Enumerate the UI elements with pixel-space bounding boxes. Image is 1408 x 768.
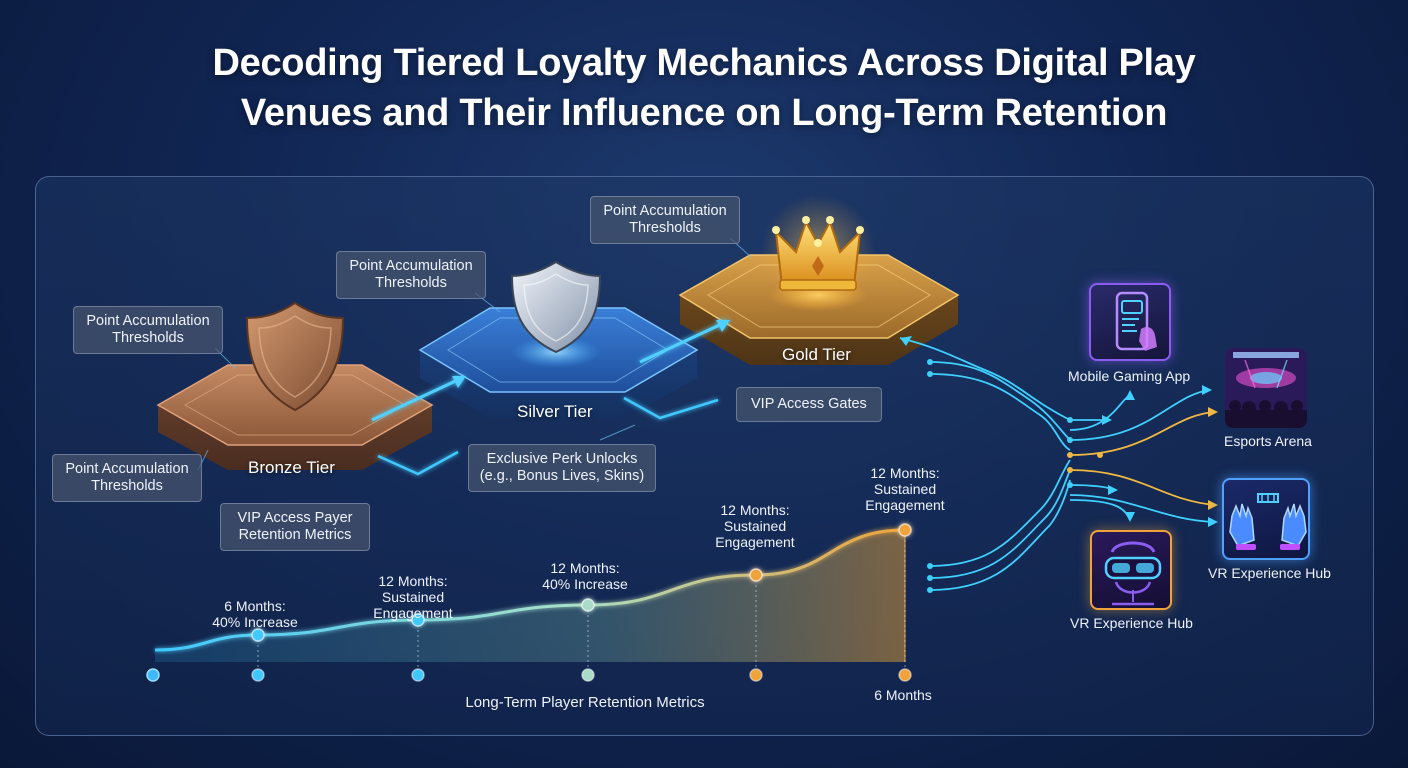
chart-point-label: 12 Months: 40% Increase xyxy=(530,560,640,592)
chart-axis-marker xyxy=(749,668,763,682)
gold-crown-icon xyxy=(760,194,876,310)
chart-axis-marker xyxy=(898,668,912,682)
chart-point-label: 12 Months: Sustained Engagement xyxy=(850,465,960,513)
chart-point-label-line: Sustained xyxy=(723,518,787,534)
retention-chart xyxy=(146,523,992,682)
page-title: Decoding Tiered Loyalty Mechanics Across… xyxy=(0,38,1408,138)
chart-point-label-line: Sustained xyxy=(873,481,937,497)
chart-data-point xyxy=(411,613,425,627)
chart-axis-start-marker xyxy=(146,668,160,682)
callout-text: VIP Access Gates xyxy=(751,396,867,412)
bronze-shield-icon xyxy=(245,301,345,412)
callout-text: Point Accumulation Thresholds xyxy=(65,461,189,494)
venue-connection-lines xyxy=(899,337,1216,591)
chart-point-label-line: Sustained xyxy=(381,589,445,605)
chart-axis-marker xyxy=(581,668,595,682)
chart-point-label-line: Engagement xyxy=(865,497,945,513)
chart-point-label-line: 40% Increase xyxy=(212,614,298,630)
chart-point-label-line: 12 Months: xyxy=(870,465,940,481)
tier-label-bronze: Bronze Tier xyxy=(248,458,335,477)
callout-threshold-bronze-left: Point Accumulation Thresholds xyxy=(52,454,202,502)
chart-point-label-line: Engagement xyxy=(715,534,795,550)
callout-perk-unlocks: Exclusive Perk Unlocks (e.g., Bonus Live… xyxy=(468,444,656,492)
chart-point-label-line: Engagement xyxy=(373,605,453,621)
venue-label-vr-gloves: VR Experience Hub xyxy=(1208,565,1331,581)
chart-point-label-line: 40% Increase xyxy=(542,576,628,592)
venue-label-esports: Esports Arena xyxy=(1224,433,1312,449)
mobile-app-icon xyxy=(1089,283,1171,361)
chart-data-point xyxy=(251,628,265,642)
chart-axis-marker xyxy=(411,668,425,682)
callout-text: Exclusive Perk Unlocks (e.g., Bonus Live… xyxy=(479,451,645,484)
chart-data-point xyxy=(749,568,763,582)
callout-threshold-silver: Point Accumulation Thresholds xyxy=(336,251,486,299)
gold-platform xyxy=(678,254,960,365)
silver-shield-icon xyxy=(510,260,602,354)
callout-vip-retention: VIP Access Payer Retention Metrics xyxy=(220,503,370,551)
chart-point-label: 6 Months: 40% Increase xyxy=(200,598,310,630)
esports-arena-icon xyxy=(1225,348,1307,428)
vr-gloves-icon xyxy=(1222,478,1310,560)
chart-point-label-line: 12 Months: xyxy=(550,560,620,576)
venue-connection-nodes xyxy=(900,336,1218,593)
title-line-1: Decoding Tiered Loyalty Mechanics Across… xyxy=(212,42,1196,84)
venue-label-mobile: Mobile Gaming App xyxy=(1068,368,1191,384)
chart-point-label-line: 12 Months: xyxy=(378,573,448,589)
chart-point-label-line: 6 Months: xyxy=(224,598,286,614)
chart-point-label-line: 12 Months: xyxy=(720,502,790,518)
tier-label-silver: Silver Tier xyxy=(517,402,593,421)
chart-area xyxy=(155,530,905,662)
tier-label-gold: Gold Tier xyxy=(782,345,851,364)
callout-text: Point Accumulation Thresholds xyxy=(86,313,210,346)
chart-x-axis-label: Long-Term Player Retention Metrics xyxy=(465,694,705,711)
chart-data-point xyxy=(898,523,912,537)
chart-point-label: 12 Months: Sustained Engagement xyxy=(700,502,810,550)
callout-threshold-gold: Point Accumulation Thresholds xyxy=(590,196,740,244)
callout-text: Point Accumulation Thresholds xyxy=(349,258,473,291)
chart-point-label: 12 Months: Sustained Engagement xyxy=(358,573,468,621)
tier-arrows xyxy=(371,320,730,476)
callout-text: VIP Access Payer Retention Metrics xyxy=(237,510,353,543)
chart-data-point xyxy=(581,598,595,612)
title-line-2: Venues and Their Influence on Long-Term … xyxy=(240,92,1168,134)
chart-axis-end-label: 6 Months xyxy=(874,687,932,703)
callout-text: Point Accumulation Thresholds xyxy=(603,203,727,236)
venue-label-vr-headset: VR Experience Hub xyxy=(1070,615,1193,631)
callout-vip-gates: VIP Access Gates xyxy=(736,387,882,422)
callout-threshold-bronze-top: Point Accumulation Thresholds xyxy=(73,306,223,354)
chart-axis-marker xyxy=(251,668,265,682)
vr-headset-icon xyxy=(1090,530,1172,610)
